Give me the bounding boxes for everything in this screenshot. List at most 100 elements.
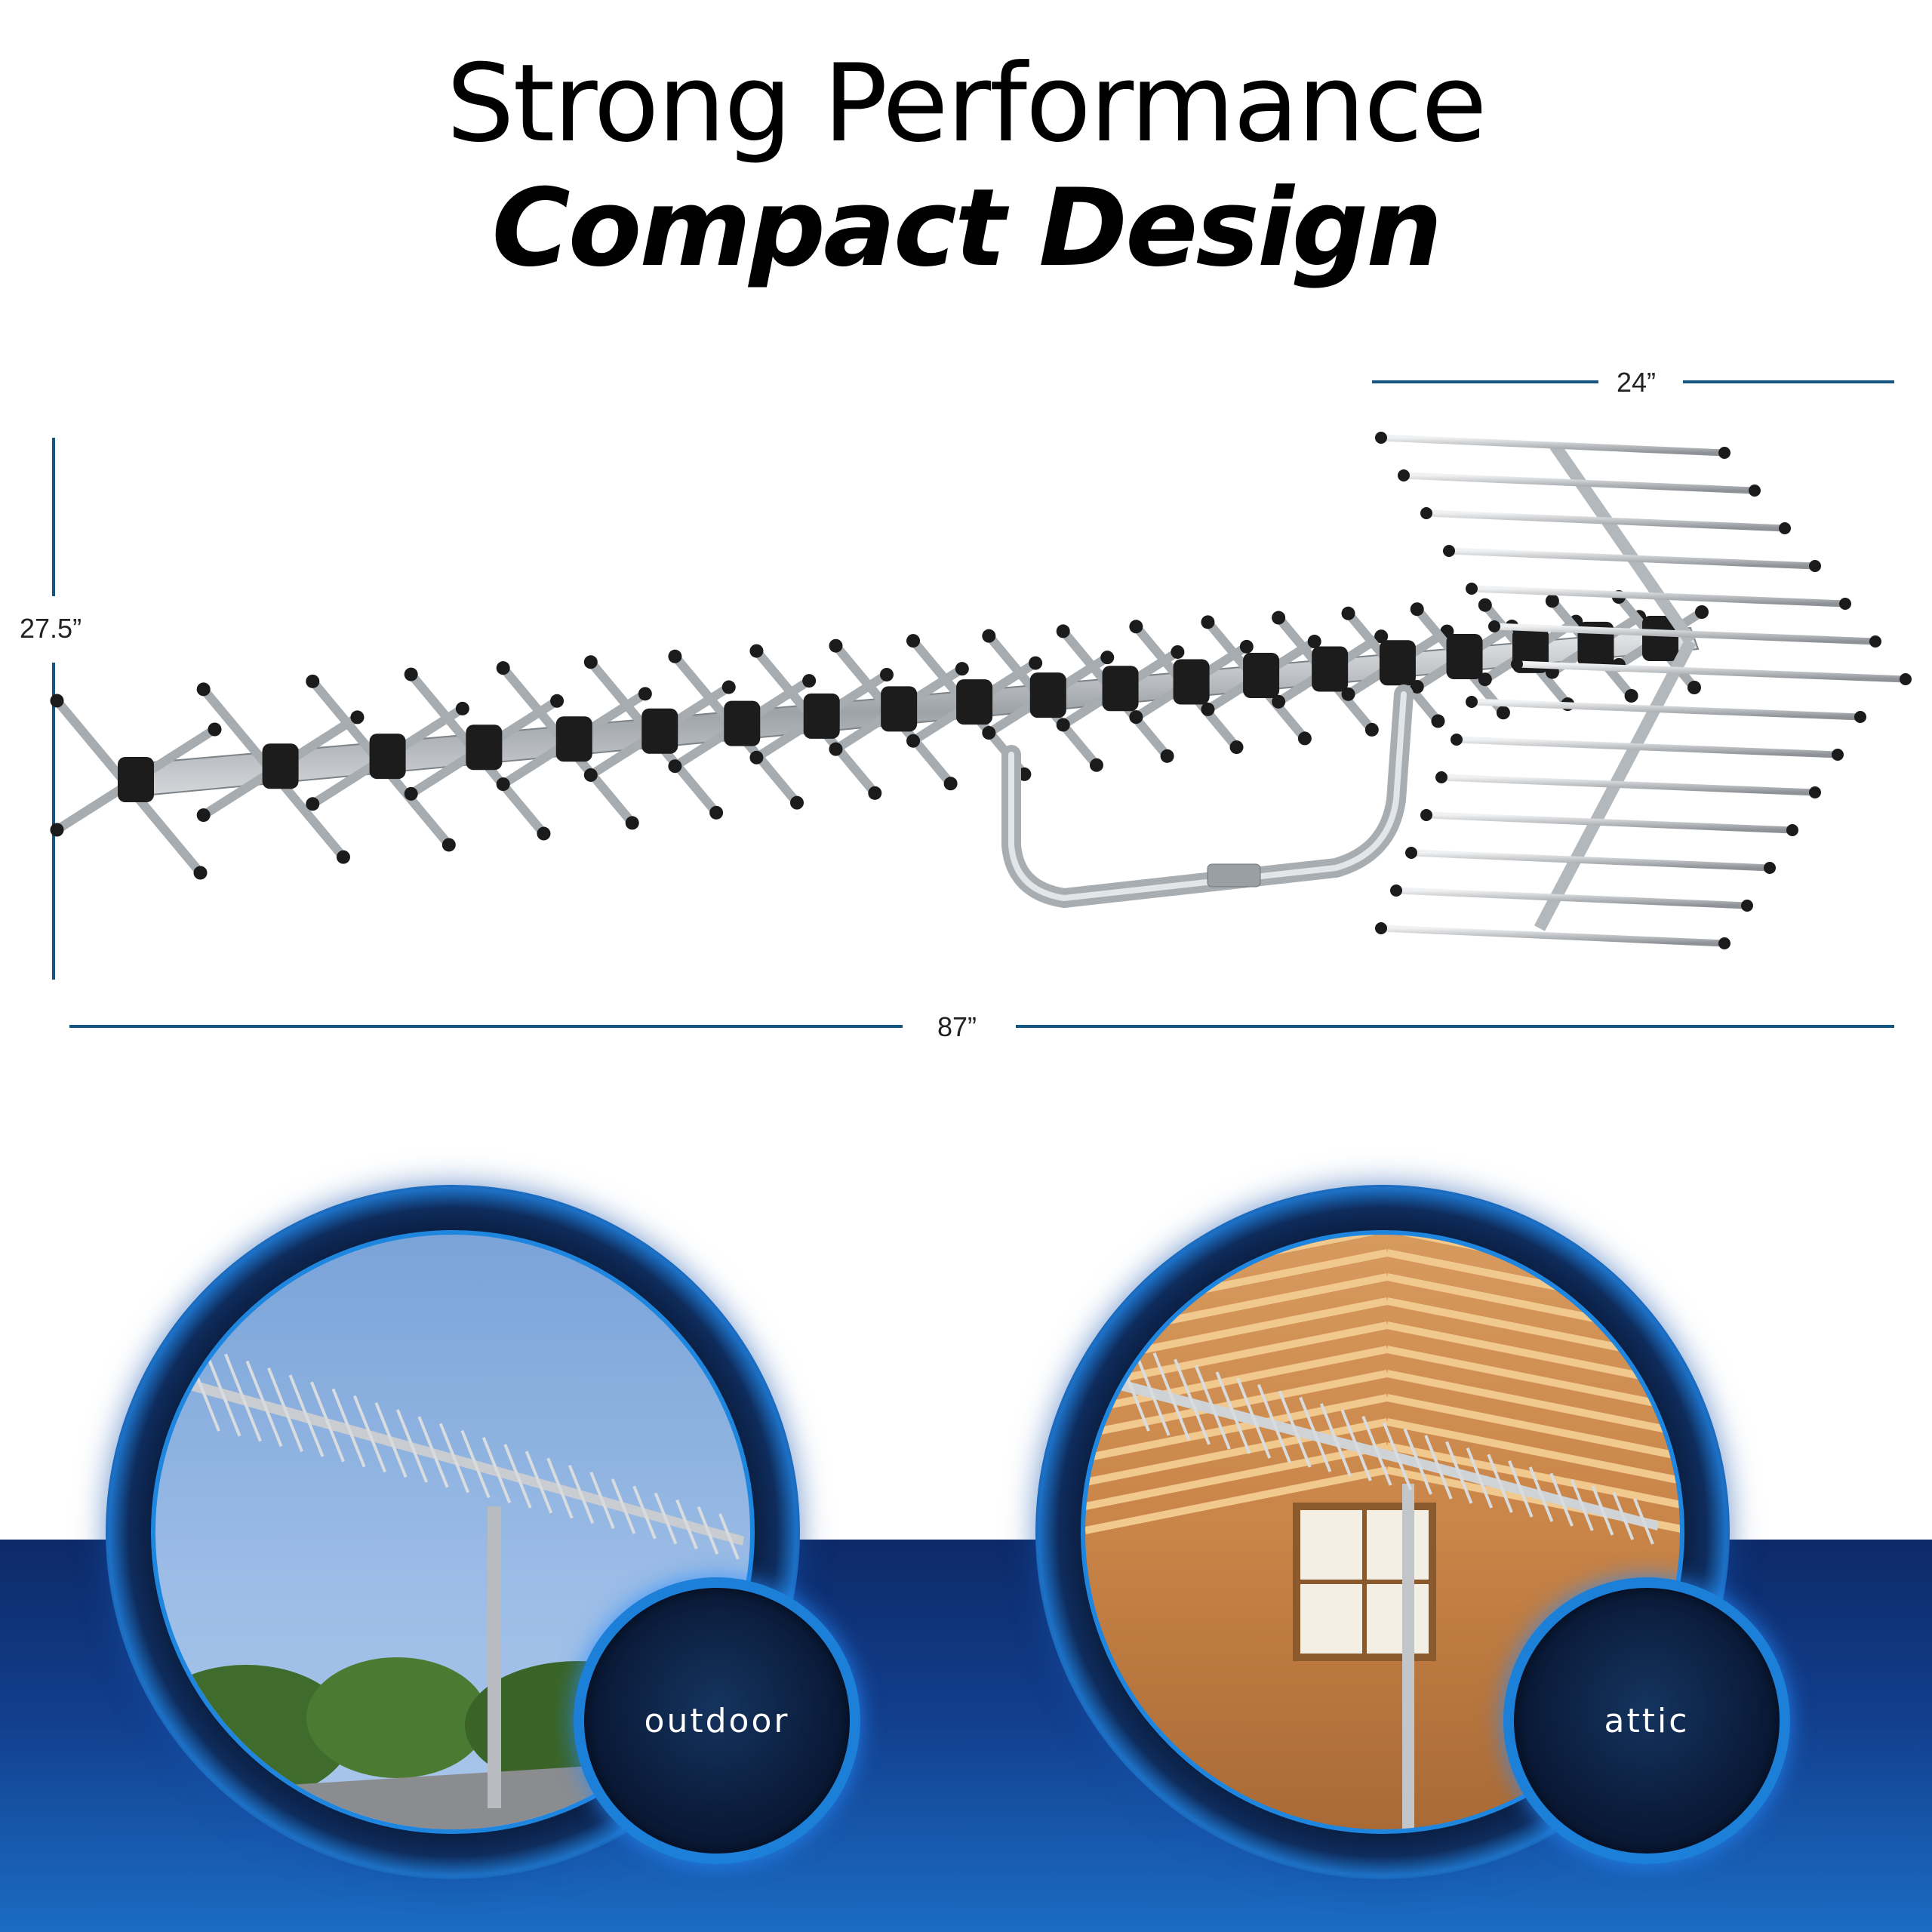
- scene-rod: [245, 1360, 283, 1447]
- scene-rod: [1215, 1371, 1251, 1454]
- scene-rod: [1466, 1447, 1494, 1509]
- reflector-rod: [1405, 847, 1776, 874]
- outdoor-label: outdoor: [644, 1701, 790, 1740]
- reflector-rod: [1466, 583, 1851, 610]
- height-dimension-line-top: [52, 438, 55, 596]
- attic-mast-pole: [1402, 1484, 1414, 1829]
- reflector-array: [1375, 432, 1912, 949]
- length-dimension-line-right: [1016, 1025, 1894, 1028]
- length-dimension-label: 87”: [937, 1011, 977, 1042]
- scene-rod: [1424, 1435, 1453, 1500]
- scene-rod: [181, 1340, 220, 1432]
- scene-rod: [267, 1367, 303, 1452]
- director-element: [496, 661, 652, 830]
- outdoor-antenna-elements: [181, 1340, 740, 1560]
- rafter: [1386, 1442, 1680, 1509]
- rafter: [1085, 1418, 1388, 1486]
- reflector-rod: [1390, 884, 1753, 912]
- director-element: [982, 629, 1115, 772]
- scene-rod: [697, 1506, 719, 1555]
- rafter: [1386, 1346, 1680, 1412]
- scene-rod: [675, 1499, 698, 1550]
- scene-rod: [1194, 1364, 1231, 1450]
- mounting-bracket: [1001, 685, 1414, 909]
- reflector-rod: [1511, 658, 1912, 685]
- headline-line-2: Compact Design: [491, 166, 1443, 291]
- scene-rod: [417, 1416, 449, 1488]
- headline-line-1: Strong Performance: [446, 42, 1487, 166]
- attic-scene-ring: attic: [1035, 1185, 1790, 1879]
- director-element: [1129, 620, 1254, 755]
- scene-rod: [589, 1472, 615, 1529]
- rafter: [1085, 1370, 1388, 1438]
- director-element: [668, 649, 817, 810]
- scene-rod: [1549, 1472, 1574, 1527]
- scene-rod: [352, 1395, 387, 1473]
- scene-rod: [1299, 1396, 1332, 1472]
- length-dimension-line-left: [69, 1025, 903, 1028]
- scene-rod: [718, 1513, 740, 1560]
- scene-rod: [503, 1444, 532, 1509]
- outdoor-scene-photo: [151, 1230, 755, 1834]
- attic-label: attic: [1604, 1701, 1690, 1740]
- scene-rod: [1633, 1498, 1654, 1545]
- scene-rod: [1508, 1460, 1534, 1518]
- scene-rod: [1571, 1479, 1594, 1531]
- scene-rod: [1591, 1485, 1614, 1536]
- outdoor-scene-ring: outdoor: [106, 1185, 860, 1879]
- reflector-strut-upper: [1549, 441, 1696, 645]
- scene-rod: [1340, 1409, 1372, 1481]
- scene-rod: [568, 1464, 595, 1524]
- director-element: [1410, 602, 1519, 720]
- width-dimension-label: 24”: [1617, 367, 1657, 398]
- scene-rod: [1487, 1454, 1513, 1513]
- scene-rod: [1528, 1466, 1554, 1522]
- scene-rod: [438, 1423, 470, 1494]
- scene-rod: [1174, 1358, 1211, 1445]
- rafter: [1085, 1394, 1388, 1462]
- reflector-rod: [1435, 771, 1821, 798]
- rafter: [1085, 1321, 1388, 1389]
- reflector-rod: [1375, 922, 1730, 949]
- scene-rod: [1278, 1390, 1312, 1468]
- antenna-illustration: [50, 432, 1912, 949]
- outdoor-antenna-boom: [184, 1378, 744, 1546]
- scene-rod: [632, 1485, 657, 1540]
- mast-pole: [488, 1506, 501, 1808]
- scene-rod: [288, 1374, 325, 1457]
- height-dimension-line-bottom: [52, 663, 55, 980]
- scene-rod: [202, 1346, 242, 1437]
- director-element: [404, 667, 565, 841]
- width-dimension-line-right: [1683, 380, 1894, 383]
- scene-rod: [546, 1457, 574, 1519]
- director-element: [1056, 624, 1185, 763]
- scene-rod: [1445, 1441, 1473, 1504]
- scene-rod: [611, 1478, 636, 1534]
- rafter: [1386, 1394, 1680, 1460]
- reflector-rod: [1451, 734, 1844, 761]
- outdoor-label-badge: outdoor: [574, 1577, 860, 1864]
- reflector-rod: [1398, 469, 1761, 497]
- scene-rod: [654, 1492, 678, 1545]
- director-element: [1341, 606, 1454, 728]
- scene-rod: [374, 1402, 408, 1478]
- rafter: [1386, 1418, 1680, 1484]
- scene-rod: [1257, 1384, 1291, 1463]
- attic-antenna-elements: [1111, 1340, 1654, 1545]
- director-element: [306, 674, 469, 852]
- scene-rod: [481, 1437, 512, 1503]
- scene-rod: [331, 1388, 366, 1468]
- director-element: [829, 638, 969, 791]
- height-dimension-label: 27.5”: [20, 613, 82, 644]
- scene-rod: [1612, 1491, 1635, 1540]
- scene-rod: [310, 1381, 345, 1463]
- scene-rod: [224, 1353, 262, 1442]
- director-element: [1272, 611, 1389, 737]
- scene-rod: [1382, 1422, 1413, 1491]
- reflector-rod: [1420, 809, 1798, 836]
- director-element: [583, 655, 736, 820]
- reflector-rod: [1466, 696, 1866, 723]
- scene-rod: [1131, 1346, 1171, 1436]
- scene-rod: [1152, 1352, 1191, 1441]
- rafter: [1085, 1442, 1388, 1510]
